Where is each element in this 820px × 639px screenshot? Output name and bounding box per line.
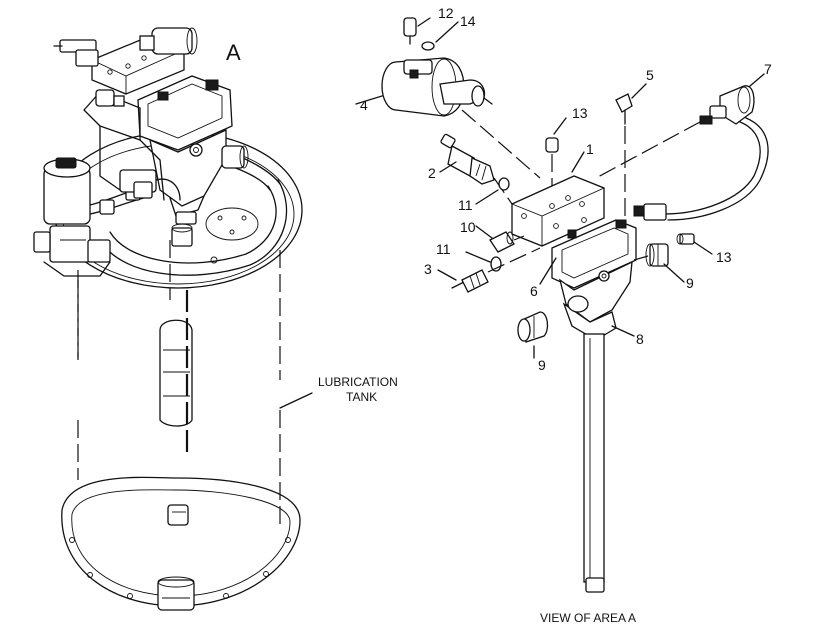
callout-3: 3	[424, 261, 432, 277]
callout-8: 8	[636, 331, 644, 347]
part-5-screw	[615, 93, 633, 222]
leader-7	[749, 73, 765, 87]
leader-12	[417, 17, 431, 27]
part-3-fitting	[451, 269, 489, 293]
leader-13b	[693, 241, 713, 255]
leader-11a	[475, 189, 499, 205]
callout-1: 1	[586, 141, 594, 157]
callout-11-upper: 11	[458, 197, 473, 213]
part-10-plug	[489, 231, 515, 253]
leader-5	[631, 83, 647, 99]
callout-5: 5	[646, 67, 654, 83]
callout-10: 10	[460, 219, 476, 235]
part-9b-fitting	[517, 311, 549, 343]
view-of-area-a	[355, 17, 769, 593]
callout-numbers: 12 14 5 7 4 13 1 2 11 10 11 13 3 9 6 8 9	[360, 5, 772, 373]
callout-6: 6	[530, 283, 538, 299]
part-8-pipe	[562, 295, 617, 593]
part-11a-o-ring	[498, 177, 510, 191]
tank-label-leader	[279, 392, 313, 409]
leader-4	[355, 95, 383, 105]
leader-13a	[553, 117, 567, 135]
callout-2: 2	[428, 165, 436, 181]
callout-12: 12	[438, 5, 454, 21]
tank-label-line1: LUBRICATION	[318, 375, 398, 389]
leader-10	[475, 225, 493, 239]
callout-14: 14	[460, 13, 476, 29]
leader-9a	[663, 263, 685, 283]
leader-8	[611, 325, 635, 337]
leader-11b	[465, 251, 491, 263]
lubrication-tank: A LUBRICATION TANK	[33, 27, 398, 611]
callout-9-right: 9	[686, 275, 694, 291]
part-12-bolt	[403, 17, 417, 45]
part-14-washer	[421, 41, 435, 51]
leader-6	[539, 257, 557, 285]
leader-14	[435, 21, 459, 43]
leader-3	[437, 269, 457, 281]
part-4-motor	[381, 57, 493, 117]
part-2-check-valve	[440, 133, 495, 185]
callout-4: 4	[360, 97, 368, 113]
view-letter-a: A	[226, 40, 241, 65]
leader-2	[439, 161, 457, 173]
callout-11-lower: 11	[436, 241, 451, 257]
tank-label-line2: TANK	[346, 390, 377, 404]
callout-9-lower: 9	[538, 357, 546, 373]
part-7-connector	[633, 85, 769, 221]
callout-13-top: 13	[572, 105, 588, 121]
part-13a-plug	[545, 137, 559, 153]
part-9a-fitting	[645, 243, 669, 267]
leader-1	[571, 151, 585, 173]
callout-7: 7	[764, 61, 772, 77]
view-caption: VIEW OF AREA A	[540, 611, 636, 625]
part-13b-plug	[676, 233, 695, 245]
callout-13-right: 13	[716, 249, 732, 265]
